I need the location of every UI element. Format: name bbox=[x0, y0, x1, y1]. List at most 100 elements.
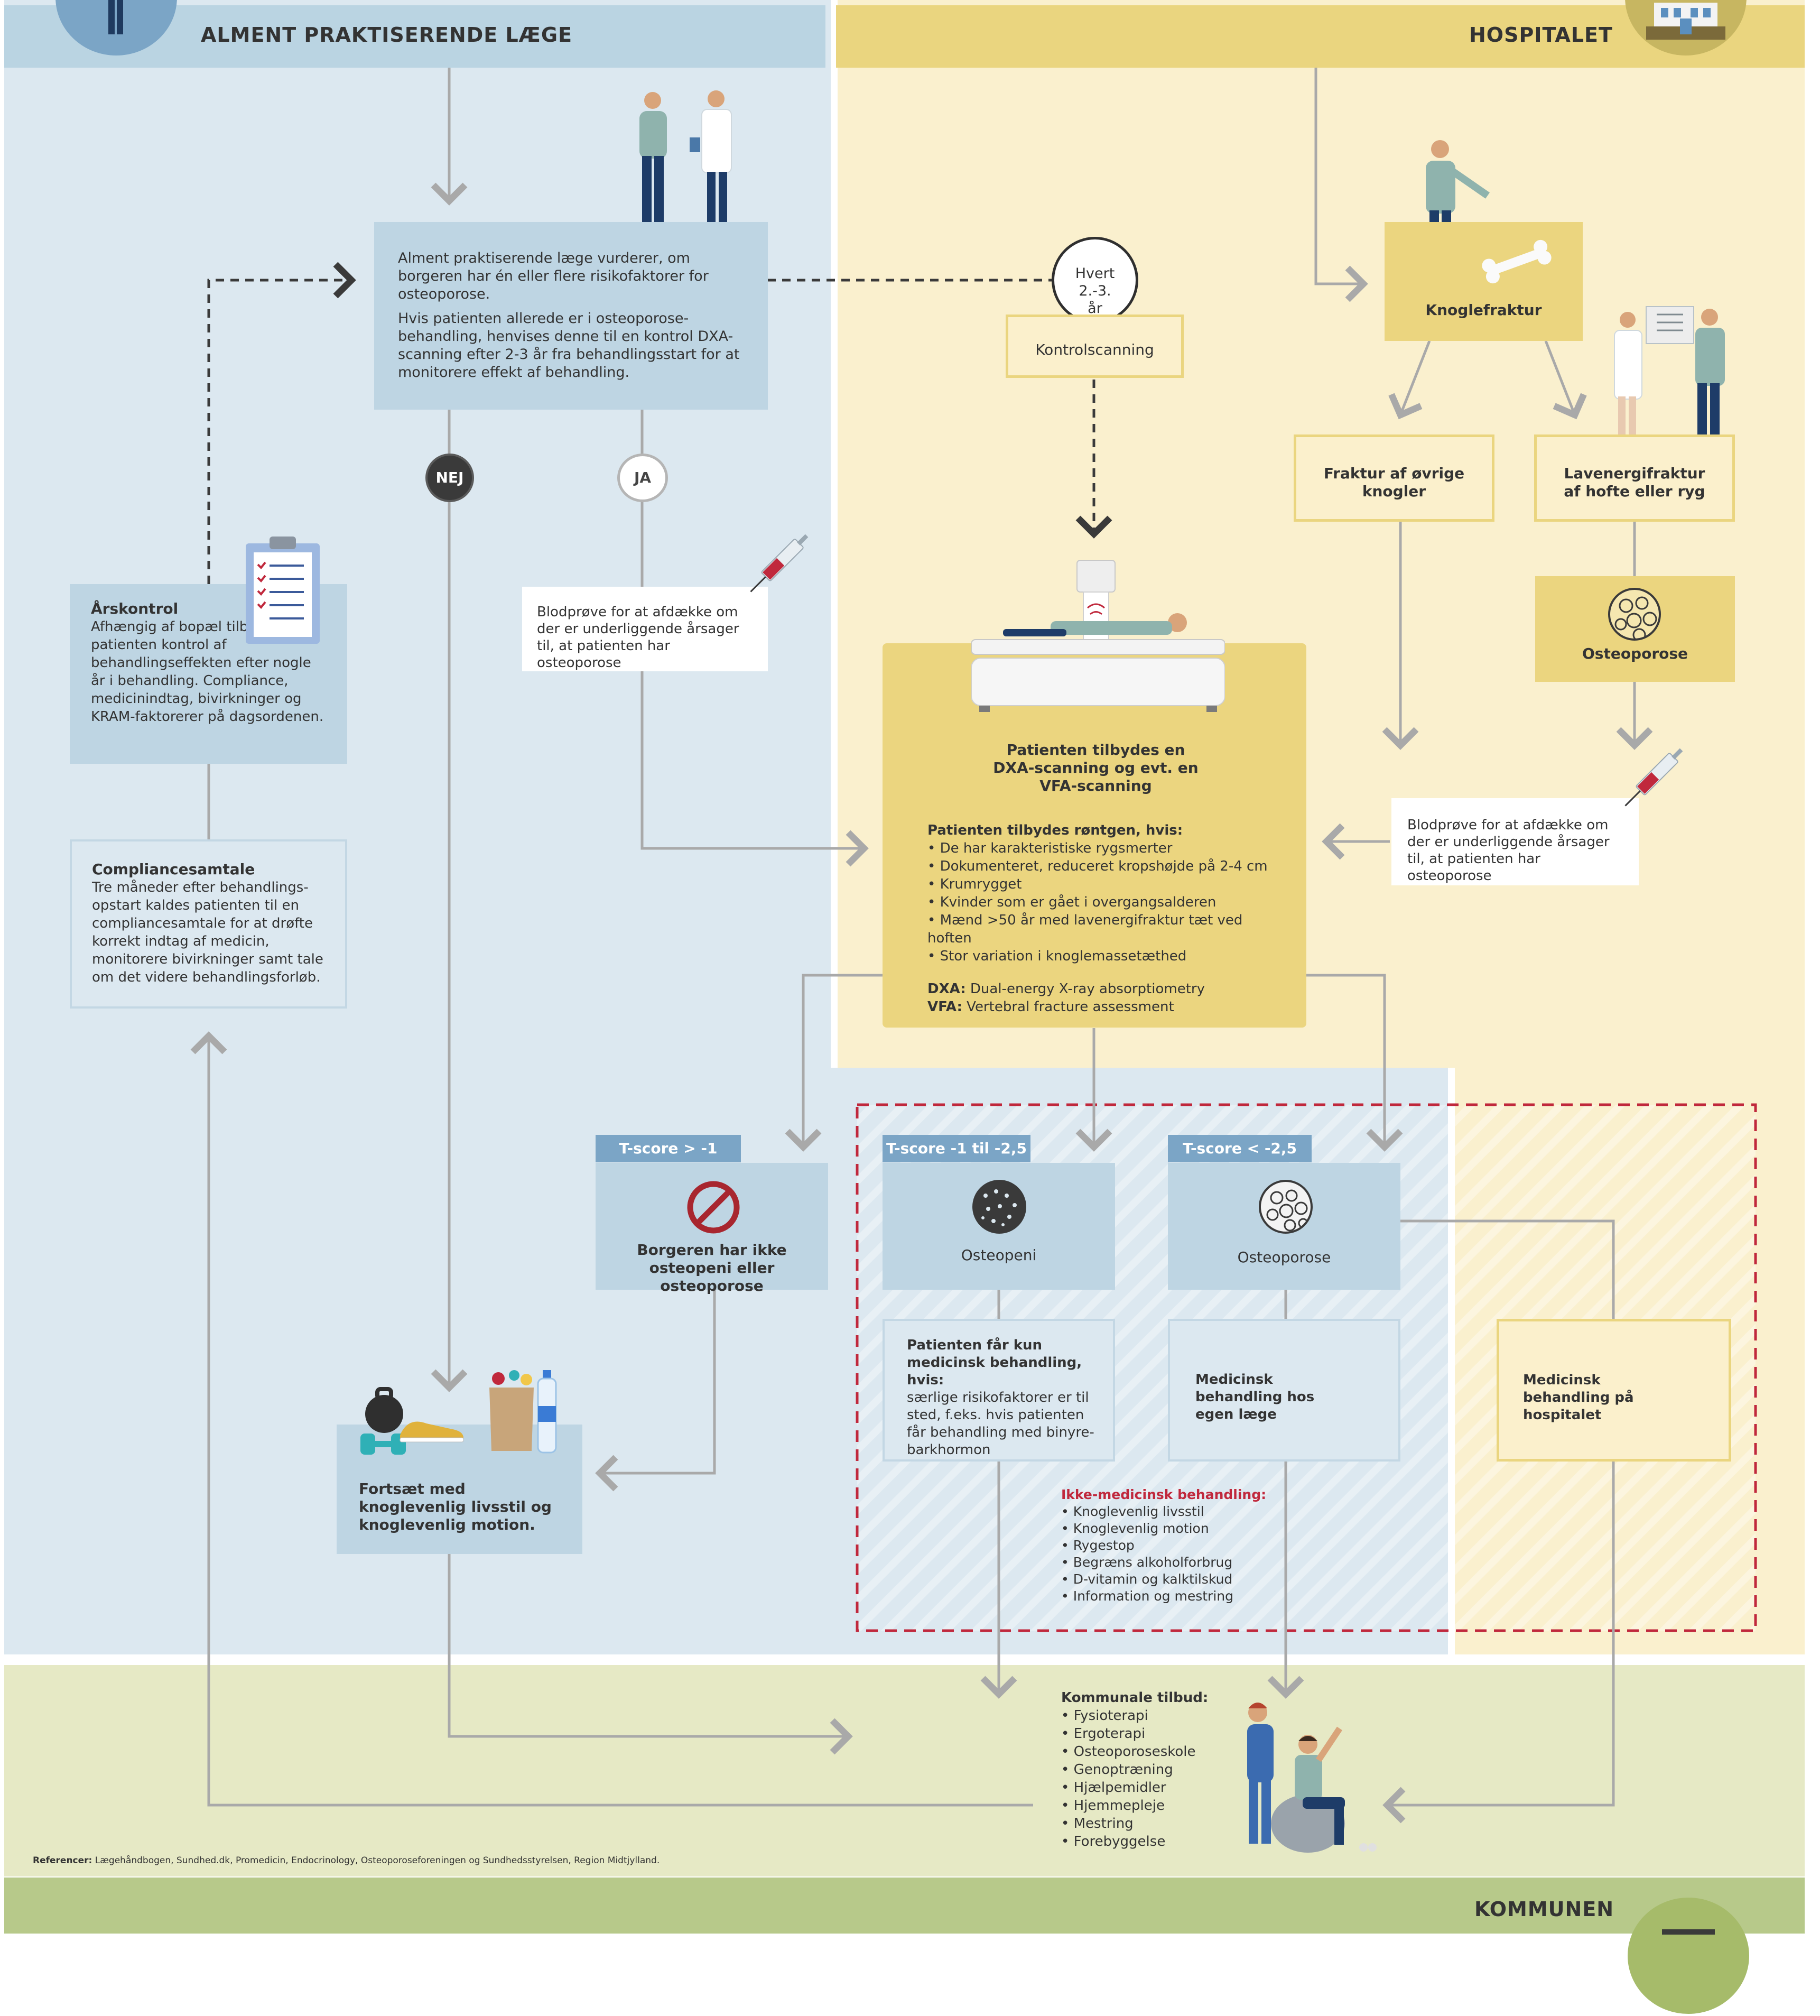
osteopenia-medicine-box: Patienten får kun medicinsk behandling, … bbox=[883, 1319, 1115, 1462]
hospital-osteoporosis-label: Osteoporose bbox=[1582, 645, 1688, 662]
municipal-offers-title: Kommunale tilbud: bbox=[1061, 1690, 1209, 1706]
low-energy-fracture-box: Lavenergifraktur af hofte eller ryg bbox=[1534, 434, 1735, 522]
bone-texture-icon bbox=[1608, 588, 1661, 641]
yes-badge: JA bbox=[617, 454, 668, 502]
xray-criterion: Krumrygget bbox=[927, 875, 1285, 893]
municipal-offers: Kommunale tilbud: Fysioterapi Ergoterapi… bbox=[1061, 1689, 1241, 1851]
gp-blood-test-box: Blodprøve for at afdække om der er under… bbox=[522, 587, 768, 671]
dxa-scanner-icon bbox=[971, 555, 1225, 719]
hospital-treatment-label: Medicinsk behandling på hospitalet bbox=[1523, 1372, 1634, 1423]
osteopenia-bone-icon bbox=[972, 1180, 1026, 1234]
hospital-treatment-box: Medicinsk behandling på hospitalet bbox=[1497, 1319, 1731, 1462]
interval-label: Hvert 2.-3. år bbox=[1075, 265, 1115, 317]
municipal-offer-item: Genoptræning bbox=[1061, 1761, 1241, 1779]
municipal-offer-item: Osteoporoseskole bbox=[1061, 1743, 1241, 1761]
municipal-offers-list: Fysioterapi Ergoterapi Osteoporoseskole … bbox=[1061, 1707, 1241, 1851]
gp-treatment-box: Medicinsk behandling hos egen læge bbox=[1168, 1319, 1400, 1462]
xray-criterion: Kvinder som er gået i overgangsalderen bbox=[927, 893, 1285, 911]
municipal-offer-item: Forebyggelse bbox=[1061, 1833, 1241, 1851]
municipal-offer-item: Hjemmepleje bbox=[1061, 1797, 1241, 1815]
hospital-building-icon bbox=[1625, 0, 1747, 56]
tscore-above-1-tab: T-score > -1 bbox=[596, 1135, 741, 1162]
gp-treatment-label: Medicinsk behandling hos egen læge bbox=[1195, 1372, 1315, 1422]
municipality-header-band bbox=[4, 1878, 1805, 1934]
low-energy-fracture-label: Lavenergifraktur af hofte eller ryg bbox=[1564, 465, 1705, 500]
tscore-low-tab: T-score < -2,5 bbox=[1168, 1135, 1312, 1162]
sneaker-icon bbox=[397, 1414, 466, 1446]
compliance-body: Tre måneder efter behandlings-opstart ka… bbox=[92, 880, 323, 985]
person-icon bbox=[55, 0, 177, 56]
bone-icon bbox=[1474, 238, 1559, 285]
gp-blood-test-text: Blodprøve for at afdække om der er under… bbox=[537, 604, 739, 671]
municipal-offer-item: Ergoterapi bbox=[1061, 1725, 1241, 1743]
vfa-text: Vertebral fracture assessment bbox=[967, 999, 1174, 1015]
hospital-syringe-icon bbox=[1614, 737, 1688, 822]
municipality-zone bbox=[4, 1665, 1805, 1876]
no-entry-icon bbox=[686, 1180, 741, 1235]
other-fracture-box: Fraktur af øvrige knogler bbox=[1294, 434, 1494, 522]
syringe-icon bbox=[740, 523, 814, 608]
doctor-patient-icon bbox=[624, 87, 745, 241]
references-text: Lægehåndbogen, Sundhed.dk, Promedicin, E… bbox=[95, 1855, 660, 1866]
fracture-box: Knoglefraktur bbox=[1385, 222, 1583, 341]
osteopenia-label: Osteopeni bbox=[961, 1246, 1037, 1264]
hospital-blood-test-text: Blodprøve for at afdække om der er under… bbox=[1407, 817, 1610, 884]
annual-control-title: Årskontrol bbox=[91, 600, 179, 617]
dxa-abbr: DXA: bbox=[927, 981, 966, 997]
fracture-label: Knoglefraktur bbox=[1425, 301, 1542, 319]
non-medical-item: Rygestop bbox=[1061, 1537, 1283, 1554]
no-badge: NEJ bbox=[425, 454, 474, 502]
municipal-offer-item: Fysioterapi bbox=[1061, 1707, 1241, 1725]
non-medical-item: Knoglevenlig motion bbox=[1061, 1520, 1283, 1537]
water-bottle-icon bbox=[534, 1369, 560, 1454]
clipboard-icon bbox=[243, 534, 322, 645]
no-badge-label: NEJ bbox=[435, 469, 464, 486]
non-medical-treatment: Ikke-medicinsk behandling: Knoglevenlig … bbox=[1061, 1486, 1283, 1605]
municipality-header-title: KOMMUNEN bbox=[1474, 1898, 1614, 1921]
municipal-offer-item: Hjælpemidler bbox=[1061, 1779, 1241, 1797]
hospital-header-title: HOSPITALET bbox=[1469, 23, 1613, 47]
tscore-above-1-text: Borgeren har ikke osteopeni eller osteop… bbox=[637, 1241, 787, 1294]
hospital-blood-test-box: Blodprøve for at afdække om der er under… bbox=[1391, 798, 1639, 885]
references-label: Referencer: bbox=[33, 1855, 92, 1866]
osteoporosis-bone-icon bbox=[1259, 1180, 1313, 1234]
references: Referencer: Lægehåndbogen, Sundhed.dk, P… bbox=[33, 1855, 660, 1866]
non-medical-title: Ikke-medicinsk behandling: bbox=[1061, 1487, 1267, 1502]
xray-criterion: Dokumenteret, reduceret kropshøjde på 2-… bbox=[927, 857, 1285, 875]
xray-criteria-list: De har karakteristiske rygsmerter Dokume… bbox=[927, 839, 1285, 965]
dxa-scan-title: Patienten tilbydes en DXA-scanning og ev… bbox=[993, 741, 1199, 794]
dxa-text: Dual-energy X-ray absorptiometry bbox=[970, 981, 1205, 997]
vfa-definition: VFA: Vertebral fracture assessment bbox=[927, 998, 1285, 1016]
osteopenia-medicine-body: særlige risikofaktorer er til sted, f.ek… bbox=[907, 1390, 1094, 1458]
non-medical-item: Information og mestring bbox=[1061, 1588, 1283, 1605]
osteopenia-medicine-title: Patienten får kun medicinsk behandling, … bbox=[907, 1337, 1082, 1388]
control-scan-label: Kontrolscanning bbox=[1035, 341, 1154, 358]
control-scan-box: Kontrolscanning bbox=[1006, 315, 1184, 378]
non-medical-item: Begræns alkoholforbrug bbox=[1061, 1554, 1283, 1571]
xray-criterion: Mænd >50 år med lavenergifraktur tæt ved… bbox=[927, 911, 1285, 947]
gp-header-title: ALMENT PRAKTISERENDE LÆGE bbox=[201, 23, 573, 47]
dxa-definition: DXA: Dual-energy X-ray absorptiometry bbox=[927, 980, 1285, 998]
tscore-mid-tab: T-score -1 til -2,5 bbox=[883, 1135, 1030, 1162]
non-medical-item: D-vitamin og kalktilskud bbox=[1061, 1571, 1283, 1588]
non-medical-list: Knoglevenlig livsstil Knoglevenlig motio… bbox=[1061, 1503, 1283, 1605]
gp-assessment-paragraph-2: Hvis patienten allerede er i osteoporose… bbox=[398, 310, 740, 381]
compliance-box: Compliancesamtale Tre måneder efter beha… bbox=[70, 839, 347, 1009]
other-fracture-label: Fraktur af øvrige knogler bbox=[1323, 465, 1465, 500]
municipal-offer-item: Mestring bbox=[1061, 1815, 1241, 1833]
xray-criterion: Stor variation i knoglemassetæthed bbox=[927, 947, 1285, 965]
yes-badge-label: JA bbox=[634, 469, 652, 486]
xray-heading: Patienten tilbydes røntgen, hvis: bbox=[927, 822, 1183, 838]
dxa-scan-box: Patienten tilbydes en DXA-scanning og ev… bbox=[883, 643, 1306, 1028]
physiotherapy-icon bbox=[1234, 1697, 1387, 1855]
non-medical-item: Knoglevenlig livsstil bbox=[1061, 1503, 1283, 1520]
xray-consultation-icon bbox=[1607, 304, 1733, 457]
lifestyle-text: Fortsæt med knoglevenlig livsstil og kno… bbox=[359, 1480, 552, 1533]
grocery-bag-icon bbox=[485, 1369, 538, 1454]
vfa-abbr: VFA: bbox=[927, 999, 962, 1015]
osteoporosis-label: Osteoporose bbox=[1237, 1249, 1331, 1266]
gp-assessment-paragraph-1: Alment praktiserende læge vurderer, om b… bbox=[398, 250, 709, 302]
compliance-title: Compliancesamtale bbox=[92, 861, 255, 878]
gp-assessment-box: Alment praktiserende læge vurderer, om b… bbox=[374, 222, 768, 410]
interval-circle: Hvert 2.-3. år bbox=[1052, 237, 1138, 323]
